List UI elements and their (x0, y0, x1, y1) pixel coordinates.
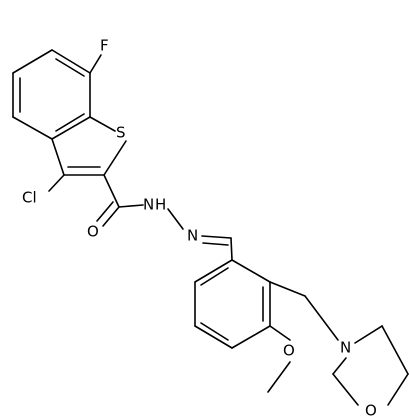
methoxy-group (267, 325, 291, 393)
morpholine-oxygen-label: O (365, 402, 377, 419)
hydrazone-n-label: N (143, 196, 154, 214)
hydrazone-nh-label: H (155, 196, 166, 214)
chlorine-atom-label: Cl (22, 189, 37, 207)
benzene-ring-fused (12, 49, 91, 140)
imine-nitrogen-label: N (187, 227, 198, 245)
ch-aryl-bond (230, 237, 233, 261)
c-cl-bond (48, 174, 65, 192)
benzene-ring-methoxy (194, 259, 271, 349)
sulfur-atom-label: S (116, 124, 126, 142)
fluorine-atom-label: F (100, 37, 109, 55)
carbonyl-oxygen-label: O (87, 223, 99, 241)
carbohydrazide-linker (96, 174, 232, 246)
morpholine-nitrogen-label: N (340, 339, 351, 357)
morpholine-ring (332, 325, 409, 406)
methylene-linker (269, 281, 339, 341)
c-f-bond (89, 54, 102, 74)
thiophene-ring (51, 116, 127, 176)
methoxy-oxygen-label: O (283, 342, 295, 360)
